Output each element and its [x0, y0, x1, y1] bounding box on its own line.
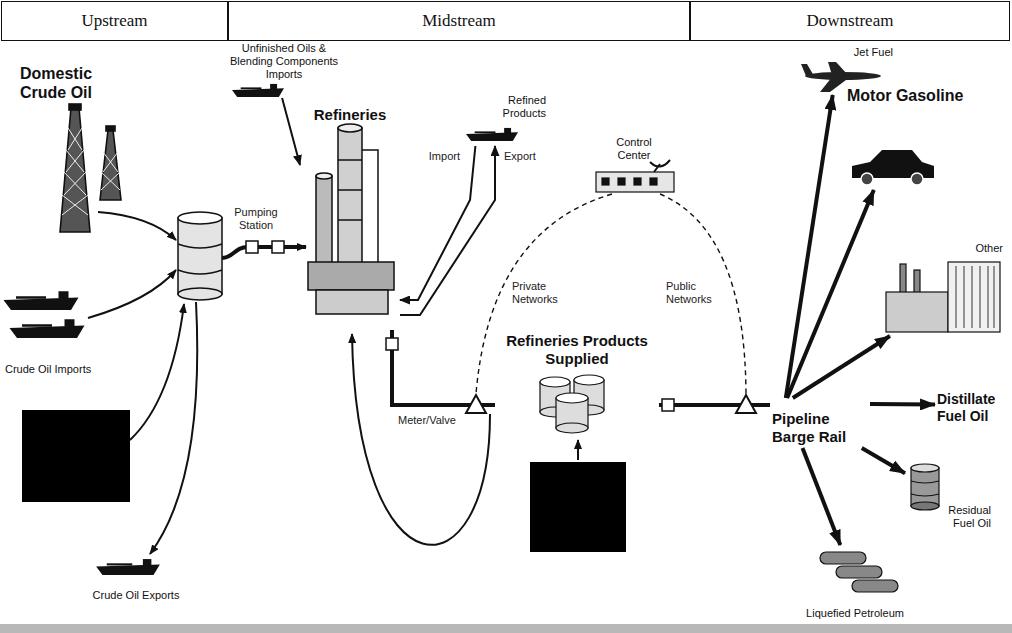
valve-triangle: [736, 395, 756, 413]
flow-arrow: [88, 212, 578, 554]
pump-square: [246, 241, 258, 253]
control-building: [596, 160, 674, 192]
bottom-band: [0, 624, 1012, 633]
pipeline-flow: [392, 330, 495, 405]
product-gasoline: Motor Gasoline: [845, 84, 970, 190]
stage-header-text: Downstream: [807, 11, 894, 31]
product-lpg: Liquefied Petroleum: [800, 545, 910, 622]
crude-exports-text: Crude Oil Exports: [93, 589, 180, 602]
flow-arrow: [400, 146, 495, 315]
lpg-tanks: [820, 552, 898, 592]
product-residual-text: Residual Fuel Oil: [941, 504, 991, 530]
oil-drum: [911, 464, 939, 510]
stage-header: Downstream: [690, 1, 1010, 41]
stage-header-text: Midstream: [422, 11, 496, 31]
tanker-ship: [466, 128, 518, 141]
refined-products-text: Refined Products: [496, 94, 546, 120]
refinery-text: Refineries: [314, 106, 387, 124]
pipeline-flow: [793, 336, 890, 398]
product-gasoline-text: Motor Gasoline: [847, 86, 963, 105]
stage-header: Midstream: [228, 1, 690, 41]
crude-imports-text: Crude Oil Imports: [5, 363, 91, 376]
station-label: Pumping Station: [232, 206, 280, 232]
car: [852, 150, 934, 185]
product-tanks: [540, 375, 604, 433]
pipeline-flow: [787, 190, 874, 398]
crude-source: Domestic Crude Oil: [18, 62, 140, 234]
product-other: Other: [880, 240, 1005, 336]
network-line: [476, 194, 746, 394]
pipeline-flow: [786, 95, 833, 398]
control-center-text: Control Center: [609, 136, 659, 162]
edge-label: Export: [504, 150, 548, 163]
crude-imports: Crude Oil Imports: [3, 285, 103, 378]
control-center: Control Center: [590, 134, 678, 194]
product-storage: Refineries Products Supplied: [495, 330, 659, 436]
product-lpg-text: Liquefied Petroleum: [806, 607, 904, 620]
refinery-tower: [308, 124, 394, 314]
product-other-text: Other: [975, 242, 1003, 255]
meter-square: [386, 338, 398, 350]
edge-label: Import: [420, 150, 460, 163]
device-label: Meter/Valve: [398, 414, 456, 427]
blending-imports: Unfinished Oils & Blending Components Im…: [226, 40, 342, 98]
factory: [886, 262, 1000, 332]
refinery: Refineries: [300, 104, 400, 330]
flow-arrow: [400, 146, 475, 300]
redacted-box: [530, 462, 626, 552]
pipeline-flow: [870, 402, 935, 407]
tanker-ship: [10, 319, 85, 338]
crude-exports: Crude Oil Exports: [88, 556, 184, 604]
tanker-ship: [232, 84, 284, 97]
redacted-box: [22, 410, 130, 502]
crude-source-text: Domestic Crude Oil: [20, 64, 130, 102]
flow-arrow: [282, 98, 300, 165]
tanker-ship: [96, 559, 160, 575]
product-distillate: Distillate Fuel Oil: [935, 388, 1012, 428]
transport-hub-text: Pipeline Barge Rail: [772, 410, 860, 446]
stage-header-text: Upstream: [81, 11, 147, 31]
pump-square: [272, 241, 284, 253]
product-storage-text: Refineries Products Supplied: [497, 332, 657, 368]
valve-triangle: [466, 395, 486, 413]
pipeline-flow: [803, 448, 841, 545]
product-distillate-text: Distillate Fuel Oil: [937, 391, 1009, 425]
tanker-ship: [4, 291, 79, 310]
stage-header: Upstream: [1, 1, 228, 41]
meter-square: [662, 399, 674, 411]
pipeline-flow: [862, 448, 905, 473]
product-jet-fuel-text: Jet Fuel: [854, 46, 893, 59]
transport-hub: Pipeline Barge Rail: [770, 398, 870, 448]
storage-tank: [178, 212, 222, 300]
pipeline: [222, 247, 306, 258]
refined-products: Refined Products: [462, 92, 548, 146]
product-residual: Residual Fuel Oil: [905, 455, 993, 532]
network-label: Private Networks: [510, 280, 570, 306]
blending-imports-text: Unfinished Oils & Blending Components Im…: [228, 42, 340, 82]
network-label: Public Networks: [664, 280, 720, 306]
